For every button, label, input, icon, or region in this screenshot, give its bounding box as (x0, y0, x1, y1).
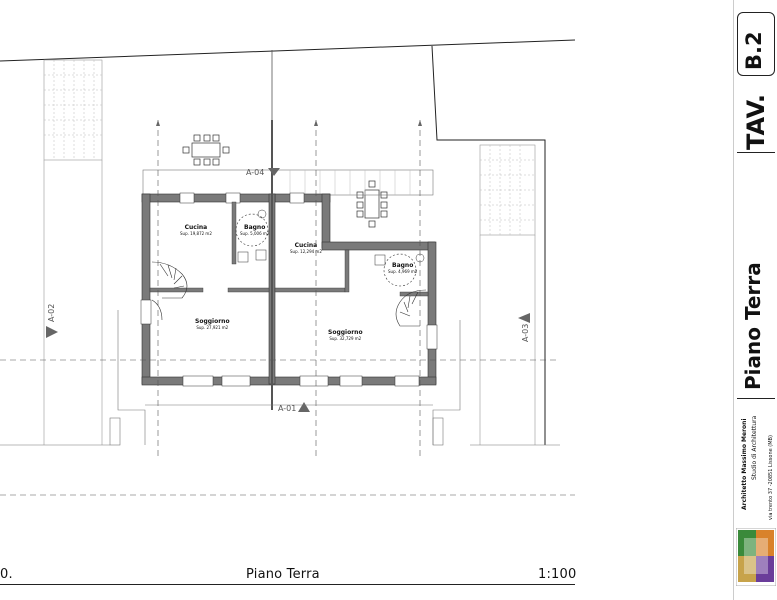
stair-right (395, 289, 427, 327)
tav-number: B.2 (742, 31, 766, 70)
room-label-bagno-left: Bagno Sup. 5,006 m2 (240, 224, 269, 236)
section-lines (0, 120, 575, 496)
room-name: Cucina (294, 242, 318, 249)
room-area: Sup. 5,006 m2 (240, 231, 270, 236)
outdoor-table-left (182, 134, 230, 166)
section-label-a02: A-02 (47, 303, 56, 322)
room-name: Bagno (392, 262, 414, 269)
tav-number-box (737, 12, 775, 76)
left-pergola (43, 59, 103, 445)
window-openings (140, 192, 438, 387)
section-label-a01: A-01 (278, 404, 297, 413)
room-name: Bagno (244, 224, 266, 231)
section-arrows (46, 120, 530, 412)
room-label-soggiorno-left: Soggiorno Sup. 27,921 m2 (195, 318, 230, 330)
right-pergola (479, 144, 536, 445)
boundary-line-top (0, 39, 576, 62)
sheet-left-fragment: 0. (0, 567, 13, 582)
bagno-turning-circle-left (235, 213, 269, 247)
outdoor-table-right (356, 180, 388, 228)
room-label-cucina-left: Cucina Sup. 19,872 m2 (180, 224, 212, 236)
scale-label: 1:100 (538, 567, 577, 582)
terrace-outline (142, 169, 434, 196)
room-area: Sup. 4,969 m2 (388, 269, 418, 274)
room-name: Cucina (184, 224, 208, 231)
architect-name: Architetto Massimo Meroni (741, 418, 748, 510)
room-label-bagno-right: Bagno Sup. 4,969 m2 (388, 262, 417, 274)
stair-left (151, 261, 188, 321)
room-label-soggiorno-right: Soggiorno Sup. 32,729 m2 (328, 329, 363, 341)
tav-prefix: TAV. (742, 93, 770, 150)
room-label-cucina-right: Cucina Sup. 12,294 m2 (290, 242, 322, 254)
interior-walls (149, 201, 429, 297)
plan-label: Piano Terra (246, 567, 320, 582)
tav-underline (737, 152, 775, 153)
plan-label-underline (0, 584, 575, 585)
section-label-a04: A-04 (246, 168, 265, 177)
room-area: Sup. 27,921 m2 (196, 325, 229, 330)
room-name: Soggiorno (328, 329, 363, 336)
bagno-turning-circle-right (383, 253, 417, 287)
front-garden (0, 310, 560, 446)
studio-name: Studio di Architettura (751, 415, 758, 480)
studio-address: via trento 37 -20851 Lissone (MB) (768, 435, 774, 520)
sheet-title: Piano Terra (741, 262, 765, 390)
title-block-divider (733, 0, 734, 600)
room-area: Sup. 32,729 m2 (329, 336, 362, 341)
section-label-a03: A-03 (521, 323, 530, 342)
room-area: Sup. 19,872 m2 (180, 231, 212, 236)
room-name: Soggiorno (195, 318, 230, 325)
room-area: Sup. 12,294 m2 (290, 249, 322, 254)
title-underline (737, 398, 775, 399)
studio-logo (736, 528, 776, 586)
boundary-line-right (431, 45, 546, 445)
